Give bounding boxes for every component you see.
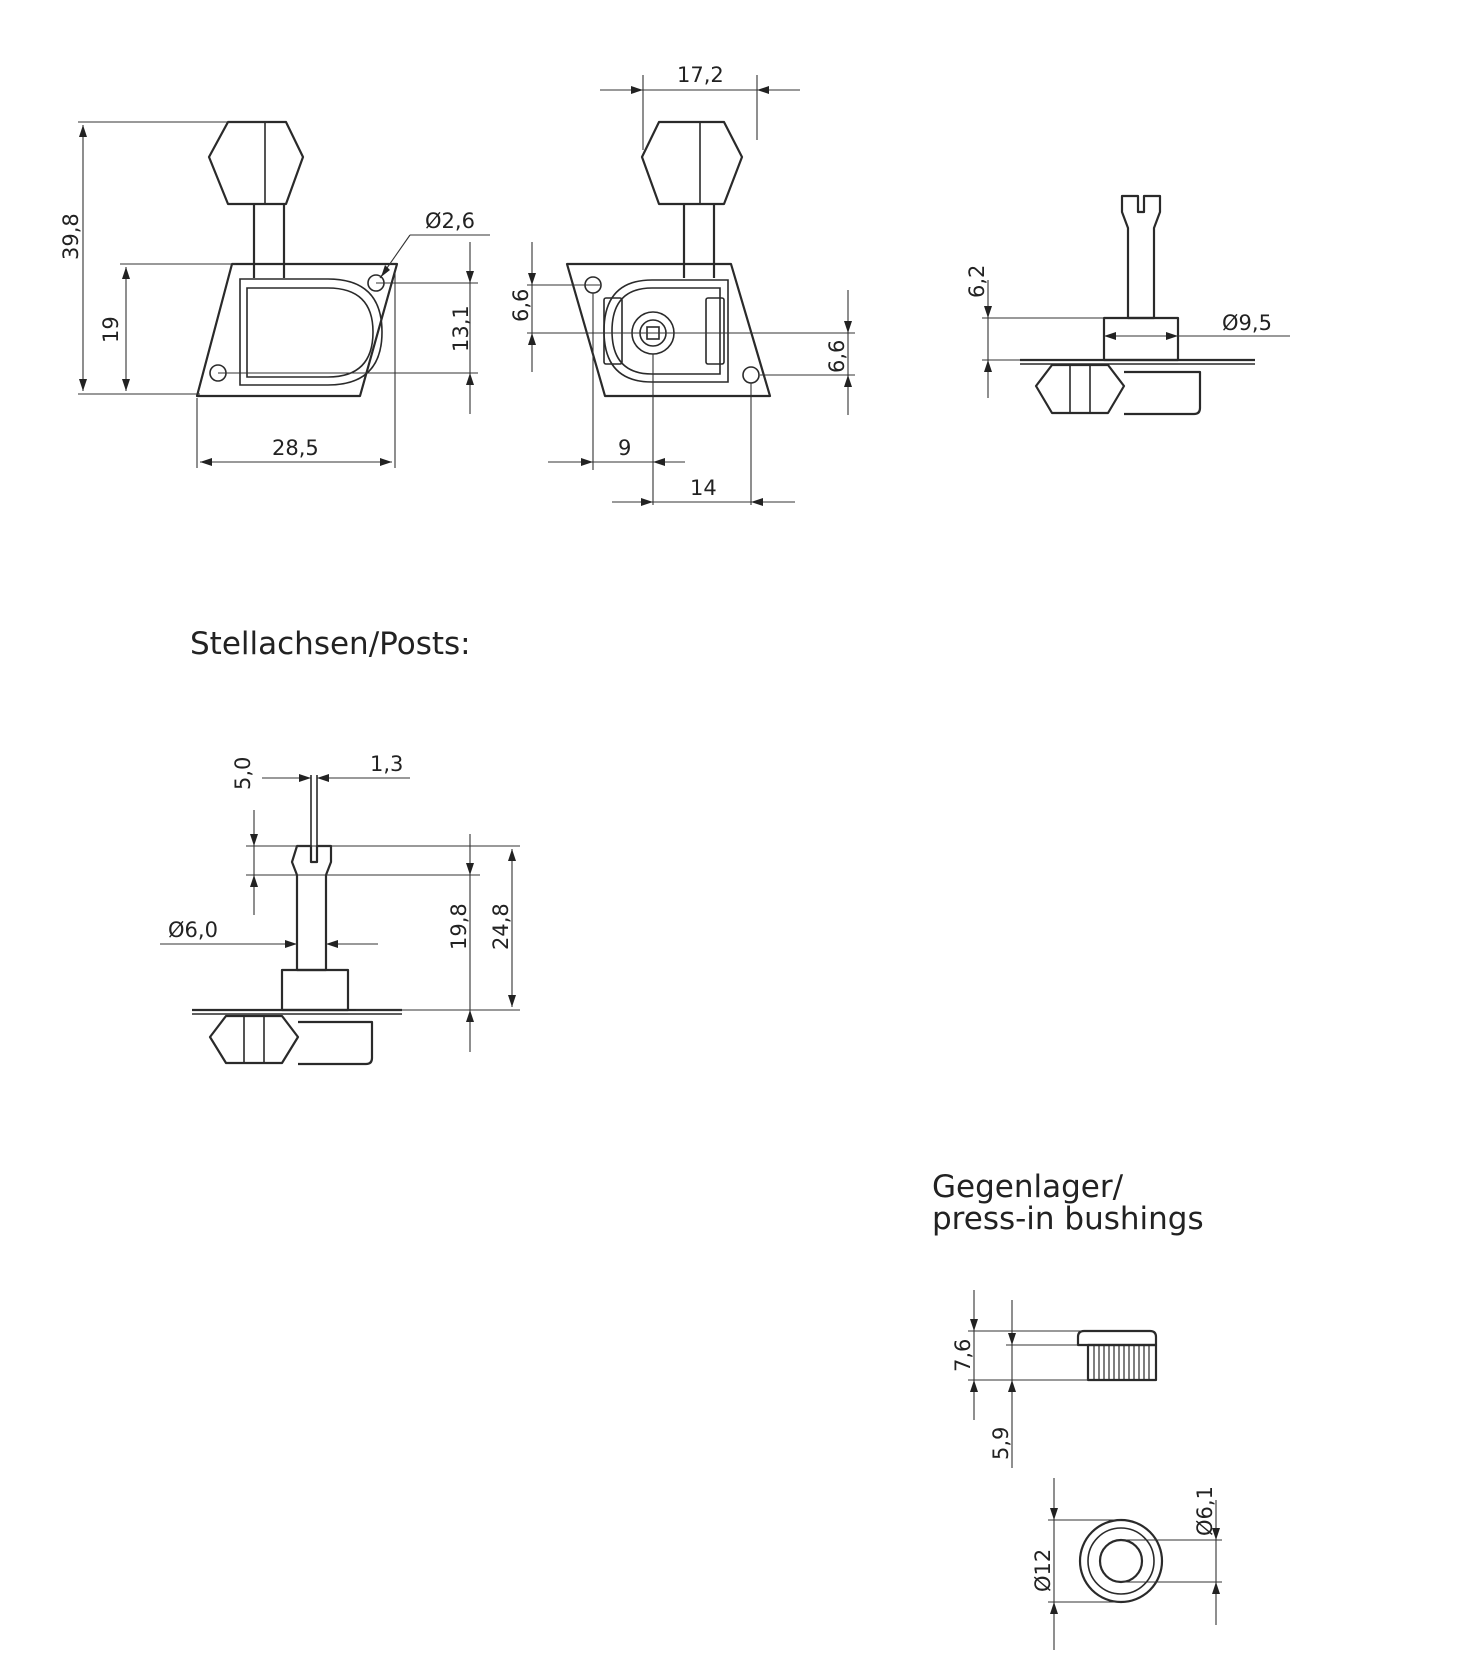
dim-post-offset-top: 6,6 [509, 289, 533, 322]
dim-post-to-hole: 9 [618, 436, 631, 460]
bushing-flange [1076, 1329, 1158, 1347]
tuner-side-view: 6,2 Ø9,5 [965, 194, 1290, 416]
string-post [290, 844, 333, 972]
string-post [1120, 194, 1162, 320]
knurl-lines [1093, 1345, 1150, 1380]
bushing-inner-ring [1098, 1538, 1144, 1584]
dim-slot-width: 1,3 [370, 752, 403, 776]
tuner-button [640, 120, 744, 206]
dim-bushing-outer-dia: Ø12 [1031, 1549, 1055, 1592]
tuner-button-side [208, 1014, 300, 1065]
dim-post-total-height: 24,8 [489, 903, 513, 950]
tuner-front-view: 17,2 6,6 6,6 9 14 [509, 63, 855, 506]
dim-bushing-press-depth: 5,9 [989, 1427, 1013, 1460]
bushing [280, 968, 350, 1012]
bushings-label-line2: press-in bushings [932, 1201, 1204, 1237]
mounting-plate [195, 262, 399, 398]
dim-post-offset-bottom: 6,6 [825, 340, 849, 373]
bushings-label-line1: Gegenlager/ [932, 1169, 1124, 1205]
posts-label: Stellachsen/Posts: [190, 626, 471, 662]
dim-bushing-inner-dia: Ø6,1 [1193, 1486, 1217, 1536]
tuner-button-side [1034, 363, 1126, 415]
dim-hole-dia: Ø2,6 [425, 209, 475, 233]
dim-post-height: 19,8 [447, 903, 471, 950]
mount-hole [742, 366, 760, 384]
bushing-top-view: Ø12 Ø6,1 [1031, 1478, 1222, 1650]
bushing-outer-ring [1078, 1518, 1164, 1604]
dim-post-to-hole-2: 14 [690, 476, 717, 500]
mounting-plate [565, 262, 772, 398]
bushing-side-view: 7,6 5,9 [951, 1290, 1158, 1468]
dim-side-post-height: 6,2 [965, 265, 989, 298]
dim-bushing-dia: Ø9,5 [1222, 311, 1272, 335]
bushings-label: Gegenlager/ press-in bushings [932, 1169, 1204, 1237]
bushing [1102, 316, 1180, 362]
dim-slot-depth: 5,0 [231, 757, 255, 790]
dim-total-height: 39,8 [59, 213, 83, 260]
dim-hole-spacing: 13,1 [449, 305, 473, 352]
tuner-button [207, 120, 305, 206]
dim-plate-width: 28,5 [272, 436, 319, 460]
dim-button-width: 17,2 [677, 63, 724, 87]
dim-plate-height: 19 [99, 316, 123, 343]
dim-post-dia: Ø6,0 [168, 918, 218, 942]
dim-bushing-height: 7,6 [951, 1339, 975, 1372]
post-detail-view: 5,0 1,3 Ø6,0 19,8 24,8 [160, 752, 520, 1066]
bushing-knurl [1086, 1343, 1158, 1382]
tuner-shaft [252, 204, 286, 278]
tuner-rear-view: 39,8 19 28,5 13,1 Ø2,6 [59, 120, 490, 468]
